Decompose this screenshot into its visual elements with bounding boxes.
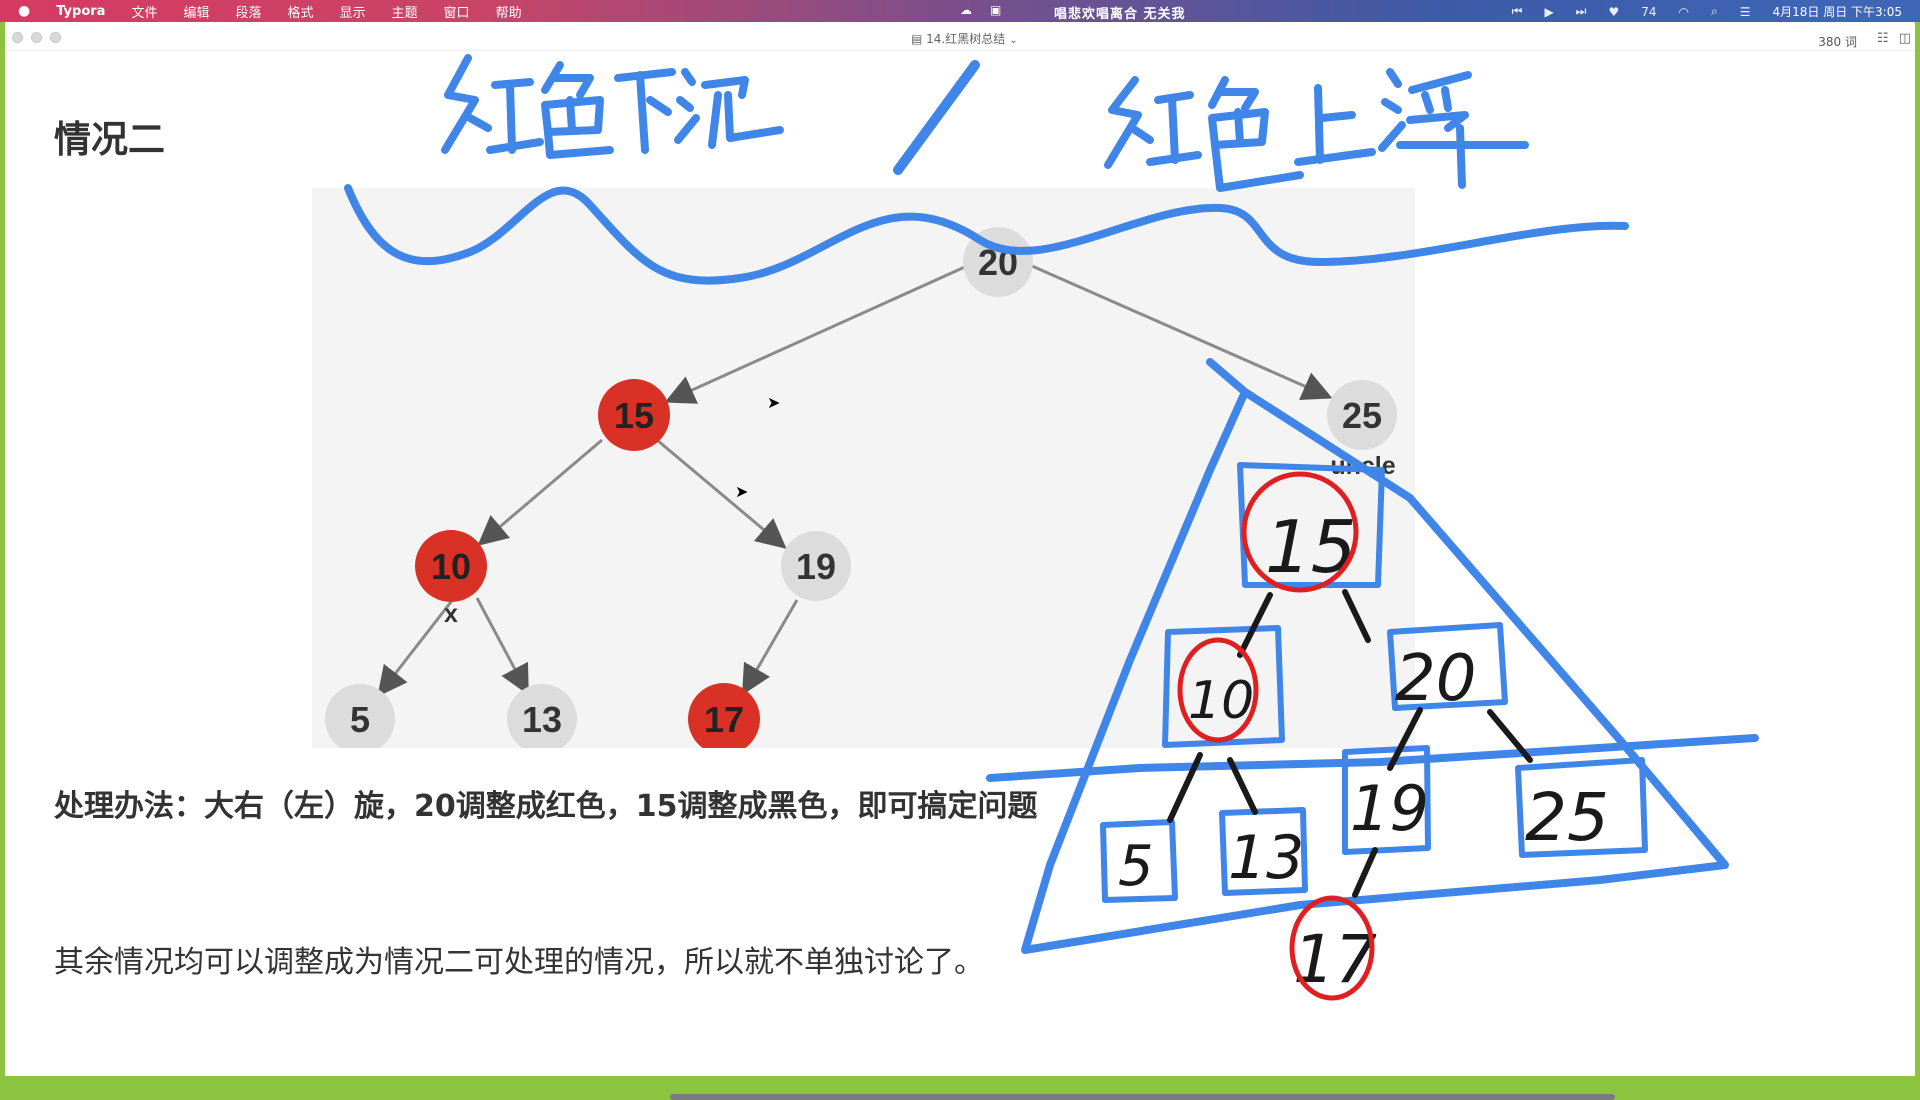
sidebar-toggle-icon[interactable]: ◫ [1898,31,1911,46]
x-caption: x [444,600,458,628]
chevron-down-icon[interactable]: ⌄ [1009,35,1018,46]
menu-paragraph[interactable]: 段落 [235,5,262,21]
menu-format[interactable]: 格式 [287,5,314,21]
outline-icon[interactable]: ☷ [1877,31,1889,46]
node-5-label: 5 [350,699,370,740]
tree-edges [377,264,1333,697]
rb-tree-figure: 20 15 25 uncle 10 x 19 5 [312,188,1415,755]
node-10-label: 10 [431,546,471,587]
now-playing[interactable]: 唱悲欢唱离合 无关我 [1054,7,1186,22]
wifi-icon[interactable]: ◠ [1678,4,1690,19]
window-controls [12,32,61,43]
menu-view[interactable]: 显示 [339,5,366,21]
edge-10-5 [377,597,456,697]
node-19: 19 [781,531,851,601]
document-title-text: 14.红黑树总结 [926,32,1006,46]
sketch-label-13: 13 [1228,823,1304,893]
node-17-label: 17 [704,699,744,740]
edge-15-19 [656,438,787,549]
node-25-label: 25 [1342,395,1382,436]
edge-20-25 [1031,264,1333,401]
ink-red-circles [1177,471,1375,1001]
menu-edit[interactable]: 编辑 [183,5,210,21]
sketch-label-25: 25 [1525,779,1609,856]
node-10: 10 x [415,530,487,628]
horizontal-scrollbar[interactable] [670,1094,1615,1100]
app-menu[interactable]: Typora [56,3,106,19]
solution-paragraph: 处理办法：大右（左）旋，20调整成红色，15调整成黑色，即可搞定问题 [54,789,1038,824]
menu-help[interactable]: 帮助 [495,5,522,21]
control-center-icon[interactable]: ☰ [1739,4,1751,19]
document-icon: ▤ [911,32,927,46]
screen-icon[interactable]: ▣ [990,3,1002,17]
mouse-cursor-icon-2: ➤ [735,482,749,501]
edge-20-15 [664,264,968,404]
heart-icon[interactable]: ♥ [1608,4,1620,19]
apple-menu-icon[interactable]: ● [18,3,31,19]
sketch-label-19: 19 [1350,772,1429,845]
section-heading: 情况二 [54,118,165,161]
prev-track-icon[interactable]: ⏮ [1511,4,1523,18]
sketch-label-5: 5 [1118,834,1154,899]
remark-paragraph: 其余情况均可以调整成为情况二可处理的情况，所以就不单独讨论了。 [54,945,984,980]
cloud-icon[interactable]: ☁ [960,3,972,17]
ink-sketch-labels: 15 10 20 5 13 19 25 17 [1118,505,1609,998]
sketch-label-10: 10 [1188,671,1254,731]
ink-title-left [441,54,784,159]
menu-bar: ● Typora 文件 编辑 段落 格式 显示 主题 窗口 帮助 ☁ ▣ 唱悲欢… [0,0,1920,22]
ink-wave-line [344,184,1629,285]
ink-slash [893,60,980,175]
clock[interactable]: 4月18日 周日 下午3:05 [1772,5,1902,19]
typora-window: ▤ 14.红黑树总结⌄ 380 词 ☷ ◫ 情况二 [5,22,1915,1100]
node-13-label: 13 [522,699,562,740]
play-icon[interactable]: ▶ [1544,4,1554,19]
menu-theme[interactable]: 主题 [391,5,418,21]
sketch-label-15: 15 [1265,505,1357,589]
menu-file[interactable]: 文件 [131,5,158,21]
close-button[interactable] [12,32,23,43]
node-17: 17 [688,683,760,755]
word-count[interactable]: 380 词 [1818,35,1857,49]
ink-sketch-edges [1167,589,1533,898]
zoom-button[interactable] [50,32,61,43]
node-19-label: 19 [796,546,836,587]
node-15-label: 15 [614,395,654,436]
mouse-cursor-icon: ➤ [767,393,781,412]
next-track-icon[interactable]: ⏭ [1575,4,1587,18]
search-icon[interactable]: ⌕ [1711,4,1718,18]
minimize-button[interactable] [31,32,42,43]
node-5: 5 [325,684,395,754]
title-bar: ▤ 14.红黑树总结⌄ 380 词 ☷ ◫ [5,22,1915,51]
node-15: 15 [598,379,670,451]
battery-indicator[interactable]: 74 [1641,4,1657,19]
edge-10-13 [475,597,529,696]
document-title[interactable]: ▤ 14.红黑树总结⌄ [911,30,1018,47]
menu-window[interactable]: 窗口 [443,5,470,21]
sketch-label-20: 20 [1395,642,1476,716]
node-13: 13 [507,684,577,754]
edge-19-17 [741,599,799,696]
edge-15-10 [477,438,603,546]
rb-tree-diagram: 20 15 25 uncle 10 x 19 5 [325,227,1397,755]
ink-boxes [1100,462,1648,903]
ink-title-right [1104,68,1529,192]
